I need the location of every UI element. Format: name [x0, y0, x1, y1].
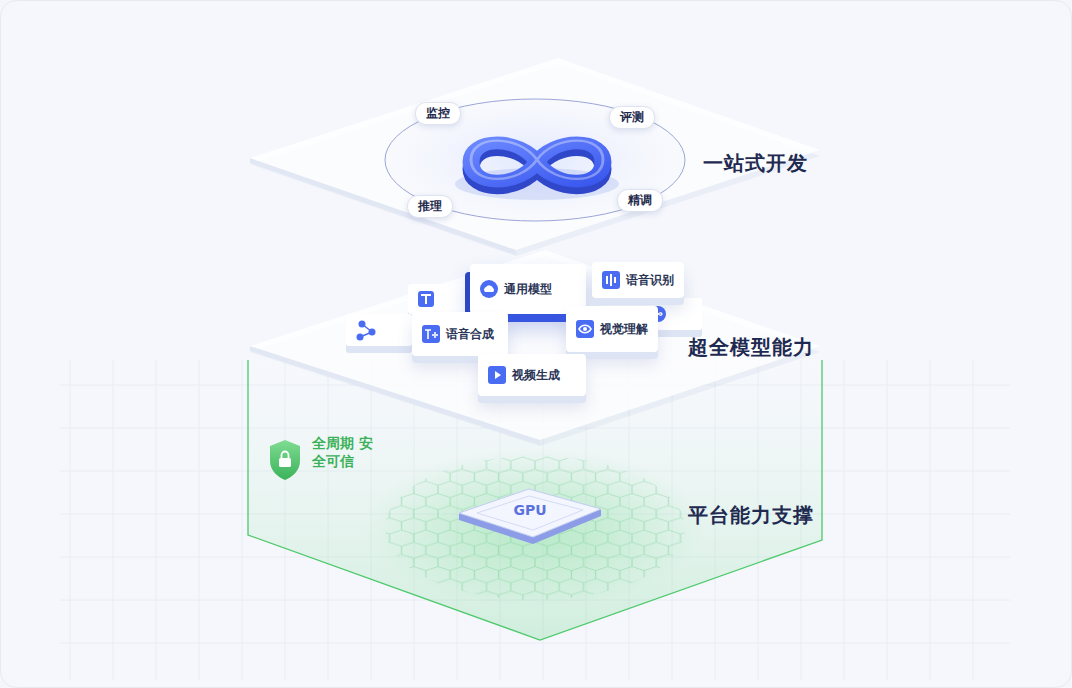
node-label: 超全模型能力	[688, 334, 814, 361]
stage-pill: 推理	[407, 195, 453, 218]
infinity-icon	[471, 141, 603, 188]
model-icon	[576, 320, 594, 338]
node-label: 平台能力支撑	[688, 502, 814, 529]
model-icon	[480, 280, 498, 298]
shield-icon	[270, 440, 300, 480]
node-label: 评测	[620, 109, 644, 126]
model-icon	[602, 271, 620, 289]
node-label: 视觉理解	[600, 321, 648, 338]
node-label: 视频生成	[512, 367, 560, 384]
hex-floor	[370, 450, 700, 610]
model-icon	[422, 325, 440, 343]
cycle-ring	[385, 99, 685, 221]
node-label: 监控	[426, 105, 450, 122]
node-label: 通用模型	[504, 281, 552, 298]
node-label: GPU	[455, 502, 605, 518]
model-tile	[346, 314, 412, 353]
model-icon	[488, 366, 506, 384]
stage-pill: 精调	[617, 189, 663, 212]
gpu-chip: GPU	[455, 485, 605, 547]
title-holder: 一站式开发	[703, 150, 808, 177]
stage-pill: 监控	[415, 102, 461, 125]
title-holder: 超全模型能力	[688, 334, 814, 361]
dev-layer: 一站式开发 监控 评测推理 精调	[248, 56, 823, 252]
model-tile: 视频生成	[478, 354, 586, 396]
model-tile: 视觉理解	[566, 306, 658, 352]
security-note: 全周期 安全可信	[312, 434, 376, 470]
node-label: 一站式开发	[703, 150, 808, 177]
title-holder: 平台能力支撑	[688, 502, 814, 529]
model-tile: 语音合成	[412, 312, 508, 356]
node-label: 语音识别	[626, 272, 674, 289]
node-label: 精调	[628, 192, 652, 209]
grid	[60, 360, 1010, 680]
model-tile: 语音识别	[592, 262, 684, 298]
model-layer: 超全模型能力 通用模型 语音识别语音合成 视觉理解视频生成	[248, 248, 823, 443]
stage-pill: 评测	[609, 106, 655, 129]
node-label: 语音合成	[446, 326, 494, 343]
node-label: 推理	[418, 198, 442, 215]
